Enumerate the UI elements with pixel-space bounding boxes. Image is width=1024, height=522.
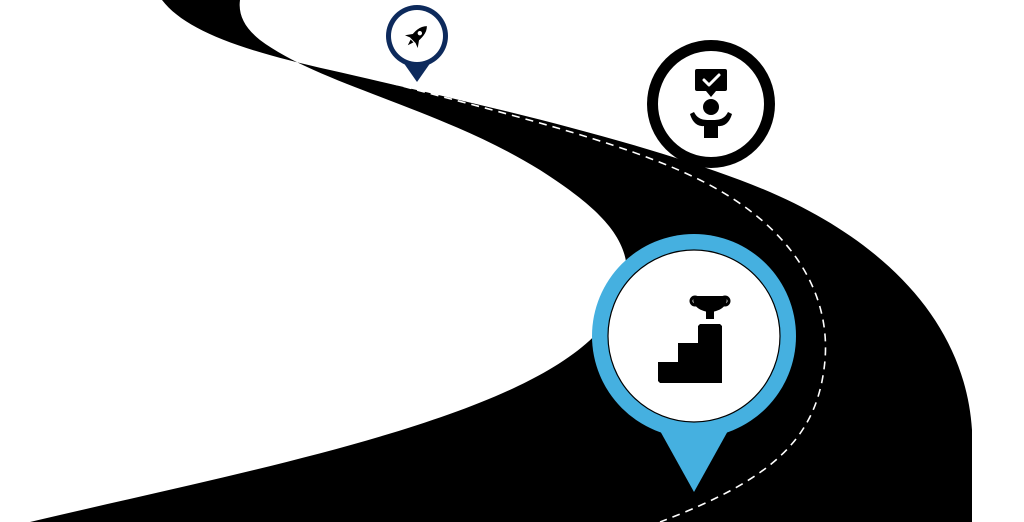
marker-goal-pointer xyxy=(654,420,734,492)
marker-goal-face xyxy=(607,249,781,423)
marker-launch-pointer xyxy=(403,62,431,82)
marker-launch[interactable] xyxy=(386,5,448,82)
marker-goal[interactable] xyxy=(592,234,796,492)
marker-approval[interactable] xyxy=(647,40,775,168)
person-checkmark-icon xyxy=(690,69,732,138)
road-lane-marking xyxy=(240,0,827,522)
road xyxy=(30,0,972,522)
stairs-trophy-icon xyxy=(658,295,731,383)
